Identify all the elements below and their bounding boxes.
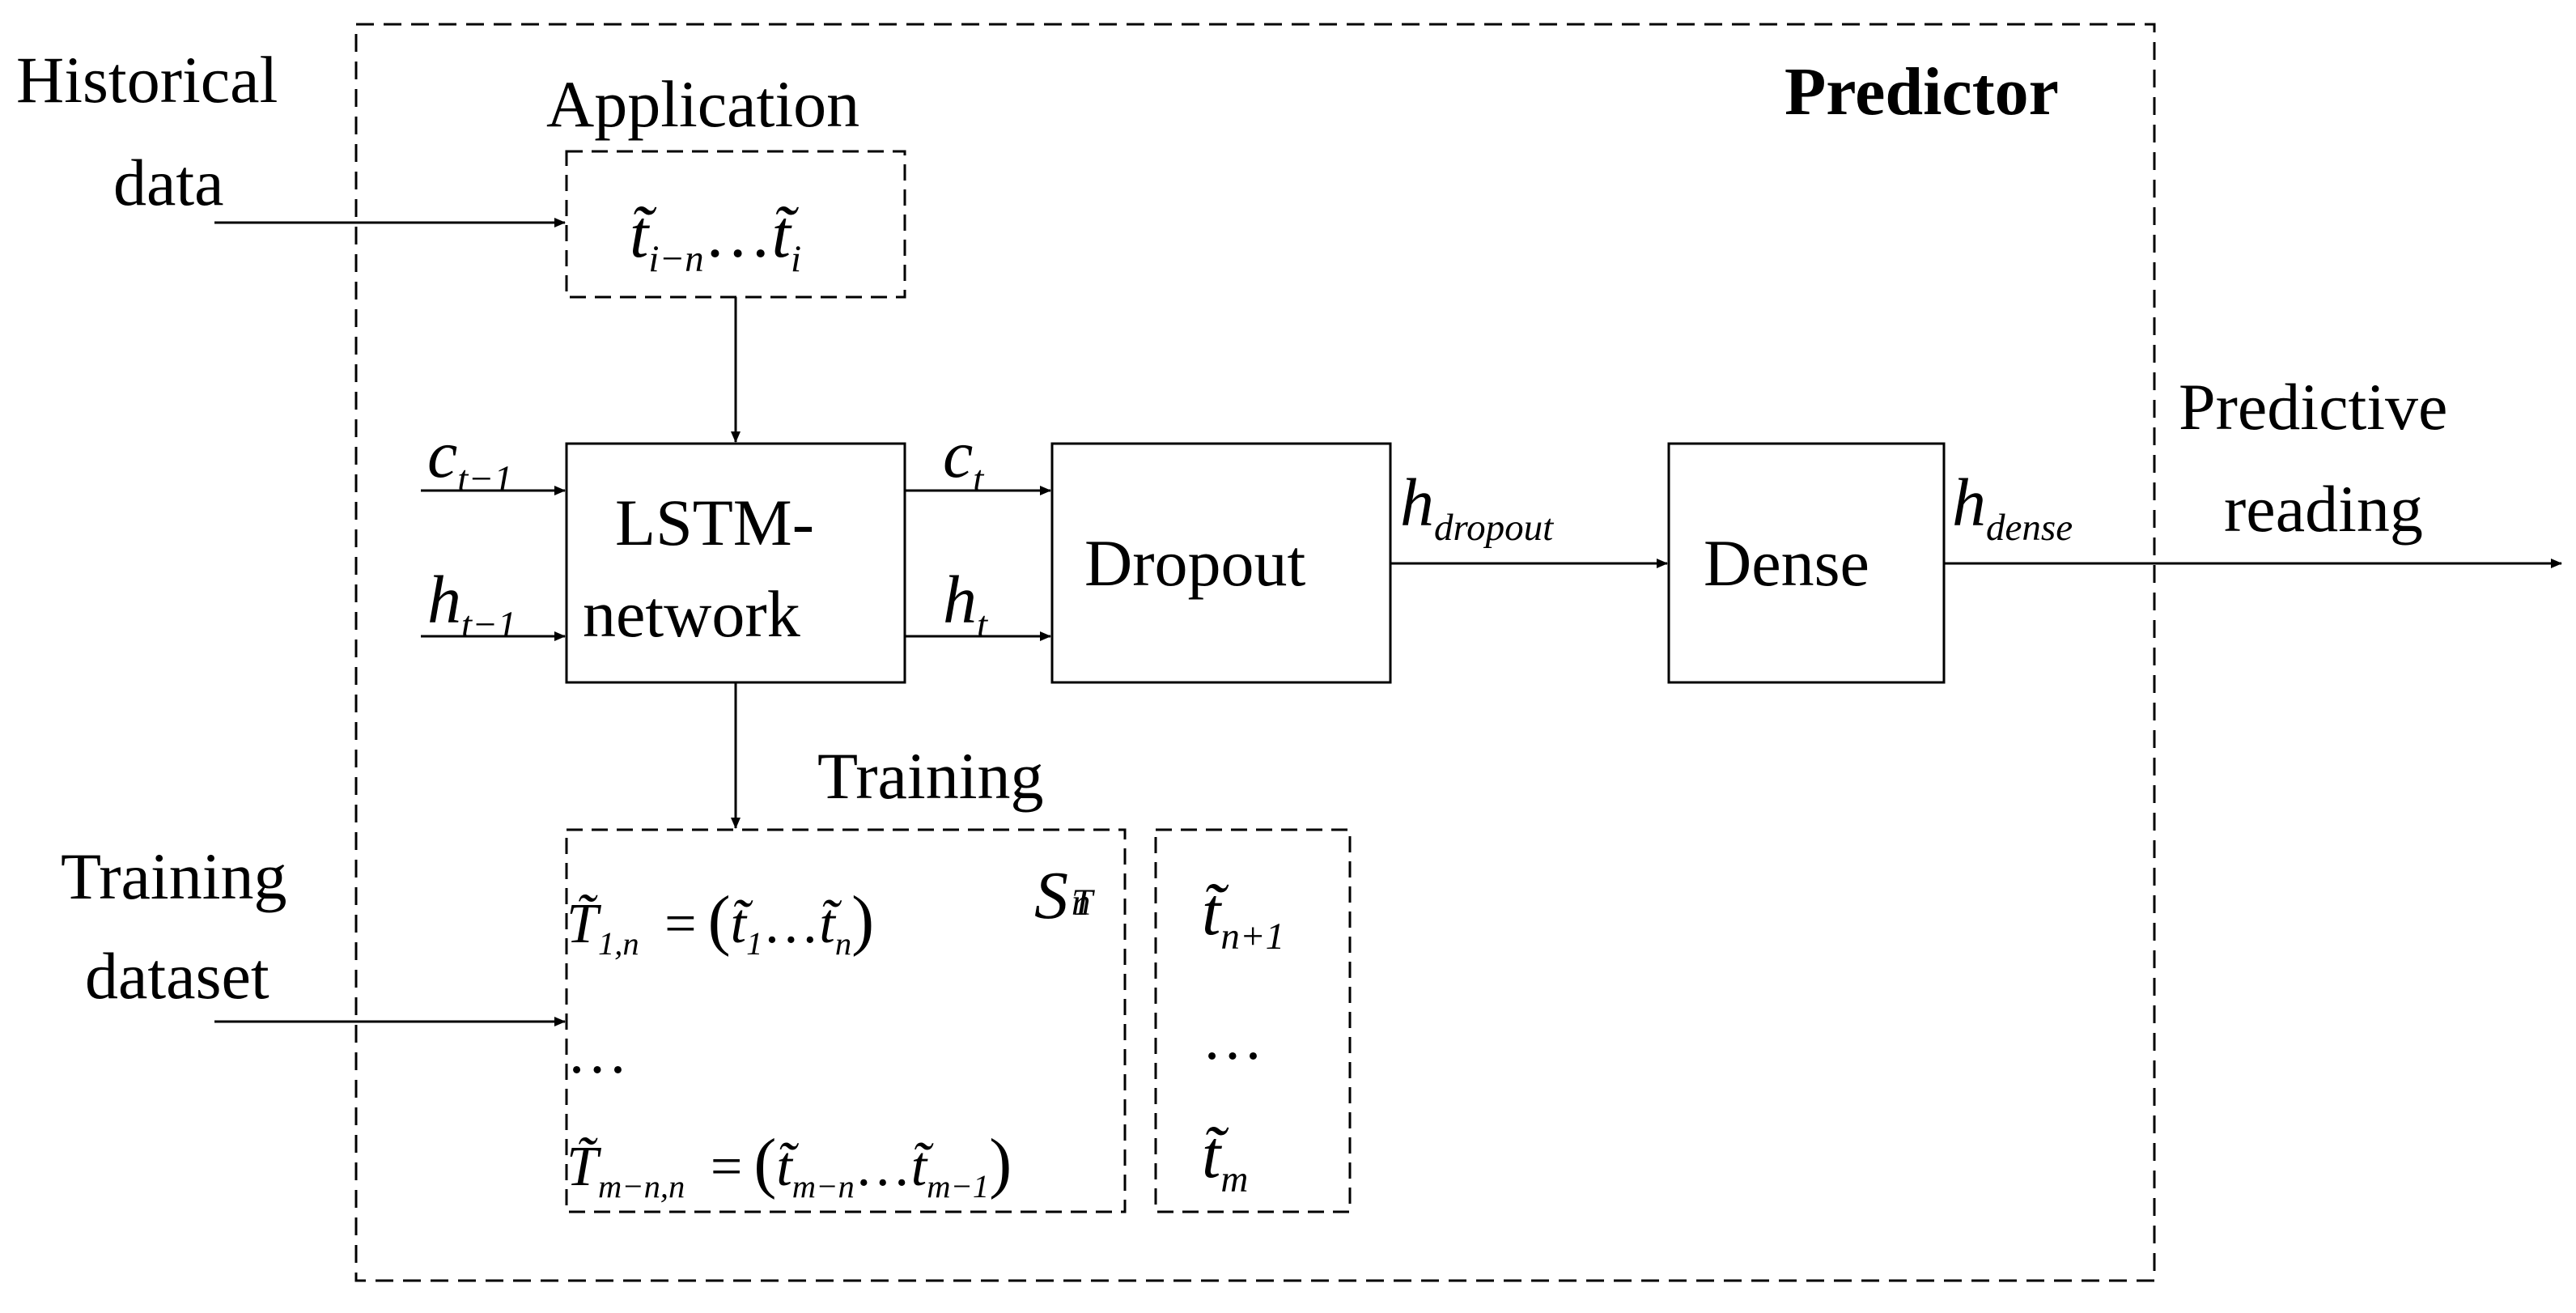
dense-block-label: Dense bbox=[1704, 526, 1869, 600]
training-row-first: T̃1,n =(t̃1…t̃n) bbox=[567, 882, 875, 962]
h-dropout-label: hdropout bbox=[1400, 465, 1554, 549]
historical-data-label-line2: data bbox=[113, 146, 224, 219]
dropout-block-label: Dropout bbox=[1084, 526, 1306, 600]
training-label: Training bbox=[817, 739, 1044, 813]
c-prev-label: ct−1 bbox=[427, 417, 513, 500]
predictive-reading-label-line1: Predictive bbox=[2179, 370, 2448, 444]
h-t-label: ht bbox=[943, 563, 988, 646]
application-sequence: t̃i−n…t̃i bbox=[630, 197, 802, 280]
predictor-frame bbox=[354, 23, 2156, 1282]
target-last: t̃m bbox=[1202, 1117, 1249, 1200]
lstm-block-label-line1: LSTM- bbox=[615, 486, 814, 559]
training-rows-ellipsis: … bbox=[567, 1018, 628, 1086]
training-row-last: T̃m−n,n =(t̃m−n…t̃m−1) bbox=[567, 1125, 1012, 1205]
h-prev-label: ht−1 bbox=[427, 563, 517, 646]
targets-box bbox=[1154, 828, 1352, 1213]
h-dense-label: hdense bbox=[1952, 465, 2073, 549]
training-set-box bbox=[565, 828, 1127, 1213]
target-first: t̃n+1 bbox=[1202, 874, 1285, 958]
application-label: Application bbox=[546, 67, 860, 141]
training-dataset-label-line2: dataset bbox=[85, 939, 269, 1013]
lstm-block-label-line2: network bbox=[583, 577, 800, 651]
historical-data-label-line1: Historical bbox=[16, 43, 278, 117]
training-dataset-label-line1: Training bbox=[61, 839, 287, 913]
targets-ellipsis: … bbox=[1202, 1005, 1263, 1073]
c-t-label: ct bbox=[943, 417, 984, 500]
predictor-title: Predictor bbox=[1785, 54, 2059, 130]
predictive-reading-label-line2: reading bbox=[2224, 472, 2423, 546]
